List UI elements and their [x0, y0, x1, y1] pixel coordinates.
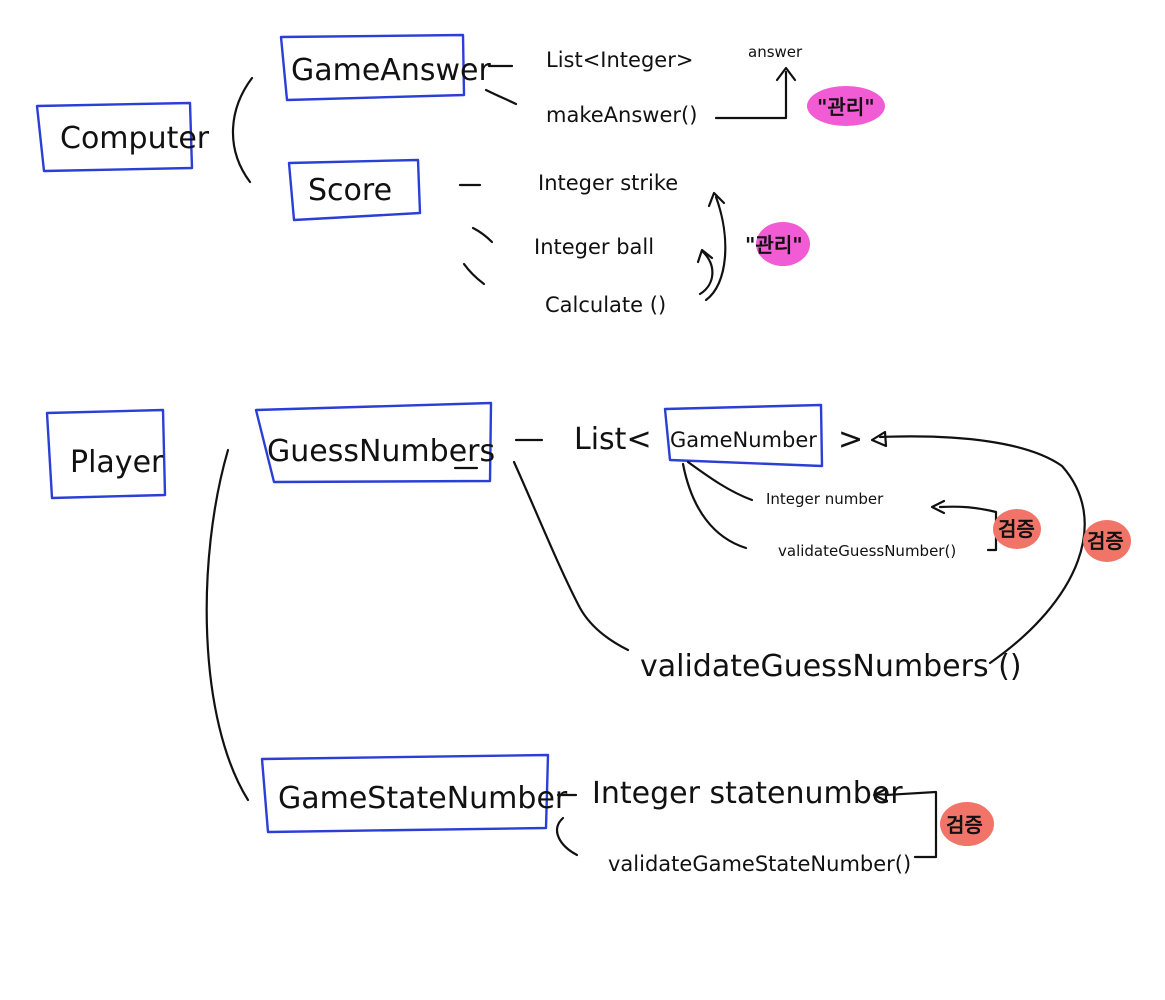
- validate-guess-numbers-arrow: [878, 435, 1086, 665]
- make-answer-arrow: [714, 70, 788, 120]
- responsible-tag-2: "관리": [745, 222, 810, 266]
- score-box: [287, 158, 422, 222]
- game-state-number-box: [260, 753, 550, 834]
- computer-label: Computer: [60, 121, 210, 156]
- responsible-tag-2-text: "관리": [745, 233, 803, 257]
- responsible-tag-1: "관리": [807, 86, 885, 126]
- validate-game-state-number-method: validateGameStateNumber(): [608, 852, 911, 876]
- player-box: [45, 408, 167, 500]
- integer-number-field: Integer number: [766, 490, 884, 508]
- link-validate-guess-number: [681, 462, 748, 550]
- ball-field: Integer ball: [534, 235, 654, 259]
- validate-tag-2-text: 검증: [1087, 529, 1124, 553]
- calculate-to-strike-arrowhead: [707, 191, 726, 208]
- validate-tag-1: 검증: [993, 509, 1041, 549]
- integer-state-number-field: Integer statenumber: [592, 776, 903, 811]
- responsible-tag-1-text: "관리": [817, 95, 875, 119]
- computer-brace: [231, 76, 254, 184]
- validate-guess-number-arrowhead: [930, 499, 946, 515]
- guess-numbers-label: GuessNumbers: [267, 434, 495, 469]
- list-open: List<: [574, 422, 652, 457]
- game-number-box: [663, 403, 824, 468]
- game-answer-box: [279, 33, 466, 102]
- answer-field-name: answer: [748, 43, 803, 61]
- validate-tag-3-text: 검증: [946, 813, 983, 837]
- answer-list-type: List<Integer>: [546, 48, 693, 72]
- link-make-answer: [484, 88, 518, 106]
- link-calculate: [462, 262, 486, 286]
- player-brace: [205, 448, 250, 802]
- calculate-to-ball-arrow: [698, 250, 714, 296]
- guess-numbers-box: [254, 401, 493, 484]
- validate-tag-2: 검증: [1083, 520, 1131, 562]
- list-close: >: [838, 422, 863, 457]
- calculate-method: Calculate (): [545, 293, 666, 317]
- game-state-number-label: GameStateNumber: [278, 781, 568, 816]
- validate-guess-number-method: validateGuessNumber(): [778, 542, 956, 560]
- list-target-arrowhead: [870, 430, 888, 448]
- make-answer-arrowhead: [775, 66, 797, 82]
- link-integer-number: [686, 460, 754, 502]
- validate-guess-numbers-method: validateGuessNumbers (): [640, 649, 1022, 684]
- validate-tag-1-text: 검증: [998, 517, 1035, 541]
- score-label: Score: [308, 173, 392, 208]
- link-ball: [471, 226, 494, 244]
- make-answer-method: makeAnswer(): [546, 103, 697, 127]
- validate-guess-number-arrow: [938, 505, 998, 552]
- game-answer-label: GameAnswer: [291, 53, 491, 88]
- strike-field: Integer strike: [538, 171, 678, 195]
- validate-tag-3: 검증: [940, 802, 994, 846]
- computer-box: [35, 101, 194, 173]
- player-label: Player: [70, 445, 164, 480]
- calculate-to-ball-arrowhead: [696, 248, 714, 264]
- calculate-to-strike-arrow: [704, 195, 727, 302]
- game-number-label: GameNumber: [670, 428, 817, 452]
- link-validate-guess-numbers: [512, 460, 630, 652]
- validate-game-state-number-arrow: [884, 790, 938, 859]
- link-validate-game-state-number: [556, 816, 579, 857]
